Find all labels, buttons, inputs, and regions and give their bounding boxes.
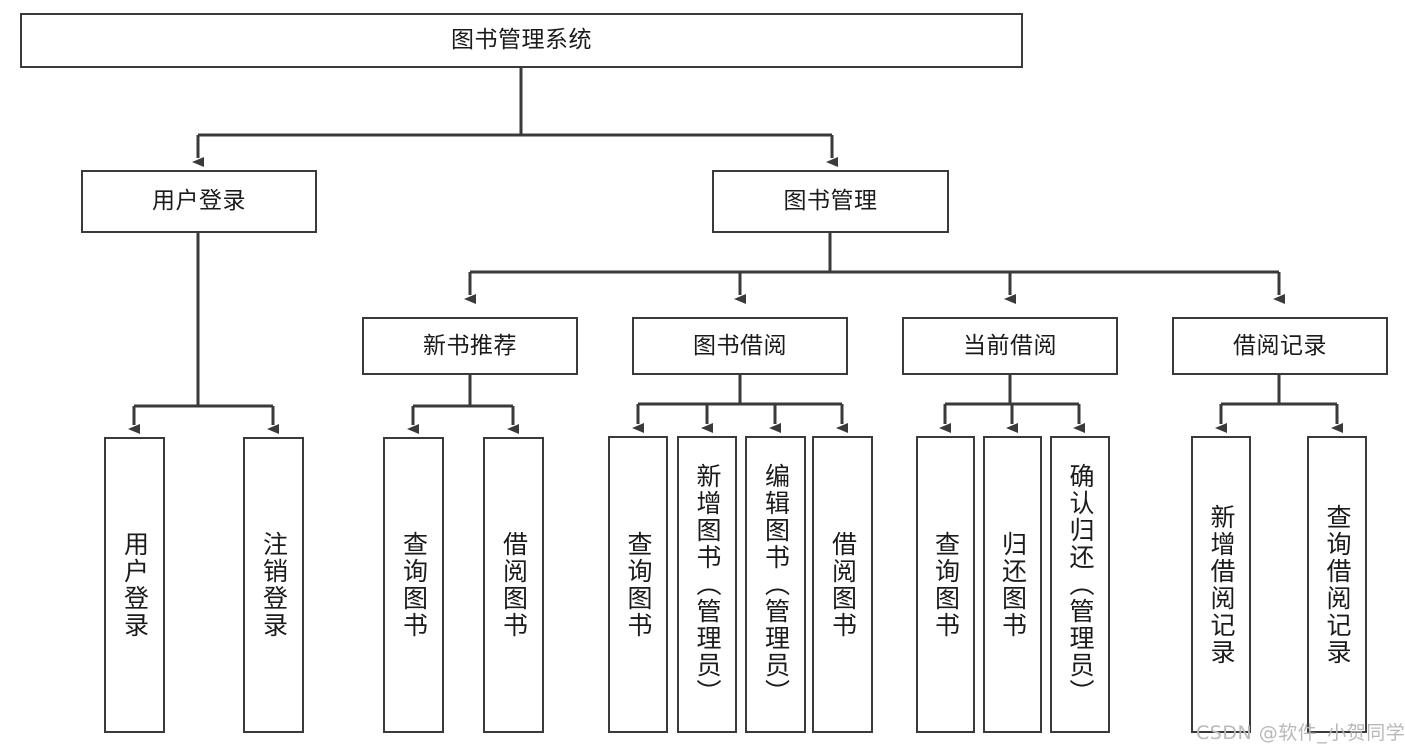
node-label: 图书借阅 <box>693 332 787 359</box>
node-label: 查询图书 <box>931 530 961 639</box>
node-label: 查询借阅记录 <box>1323 503 1352 666</box>
node-label: 查询图书 <box>624 530 653 639</box>
node-label: 借阅图书 <box>828 530 858 639</box>
node-label: 注销登录 <box>259 531 289 639</box>
node-label: 图书管理系统 <box>451 27 592 54</box>
node-label: 借阅图书 <box>499 531 529 639</box>
node-label: 用户登录 <box>120 531 150 639</box>
leaf-current-return-book[interactable]: 归还图书 <box>983 436 1042 733</box>
leaf-borrow-add-book-admin[interactable]: 新增图书（管理员） <box>677 436 737 733</box>
node-label: 新增图书（管理员） <box>693 463 722 706</box>
node-label: 用户登录 <box>152 188 246 215</box>
leaf-borrow-edit-book-admin[interactable]: 编辑图书（管理员） <box>745 436 806 733</box>
node-book-borrow[interactable]: 图书借阅 <box>632 317 848 375</box>
csdn-watermark: CSDN @软件_小贺同学 <box>1196 722 1405 744</box>
node-book-management[interactable]: 图书管理 <box>712 170 949 233</box>
node-root-system[interactable]: 图书管理系统 <box>20 13 1023 68</box>
node-label: 当前借阅 <box>963 332 1057 359</box>
node-new-book-recommend[interactable]: 新书推荐 <box>362 317 578 375</box>
leaf-user-login-login[interactable]: 用户登录 <box>104 437 165 733</box>
leaf-user-login-logout[interactable]: 注销登录 <box>243 437 304 733</box>
node-label: 借阅记录 <box>1233 332 1327 359</box>
node-user-login[interactable]: 用户登录 <box>81 170 317 233</box>
leaf-recommend-borrow-book[interactable]: 借阅图书 <box>483 437 544 733</box>
node-label: 新增借阅记录 <box>1207 503 1236 666</box>
node-label: 编辑图书（管理员） <box>761 463 791 706</box>
leaf-record-add-record[interactable]: 新增借阅记录 <box>1191 436 1251 733</box>
leaf-current-confirm-return-admin[interactable]: 确认归还（管理员） <box>1050 436 1110 733</box>
node-label: 归还图书 <box>998 530 1028 639</box>
node-label: 确认归还（管理员） <box>1066 463 1095 706</box>
leaf-borrow-query-book[interactable]: 查询图书 <box>608 436 668 733</box>
node-borrow-record[interactable]: 借阅记录 <box>1172 317 1388 375</box>
node-label: 查询图书 <box>399 531 429 639</box>
leaf-current-query-book[interactable]: 查询图书 <box>916 436 975 733</box>
leaf-recommend-query-book[interactable]: 查询图书 <box>383 437 444 733</box>
node-label: 新书推荐 <box>423 332 517 359</box>
node-current-borrow[interactable]: 当前借阅 <box>902 317 1118 375</box>
leaf-record-query-record[interactable]: 查询借阅记录 <box>1307 436 1367 733</box>
node-label: 图书管理 <box>783 188 878 215</box>
leaf-borrow-borrow-book[interactable]: 借阅图书 <box>812 436 873 733</box>
